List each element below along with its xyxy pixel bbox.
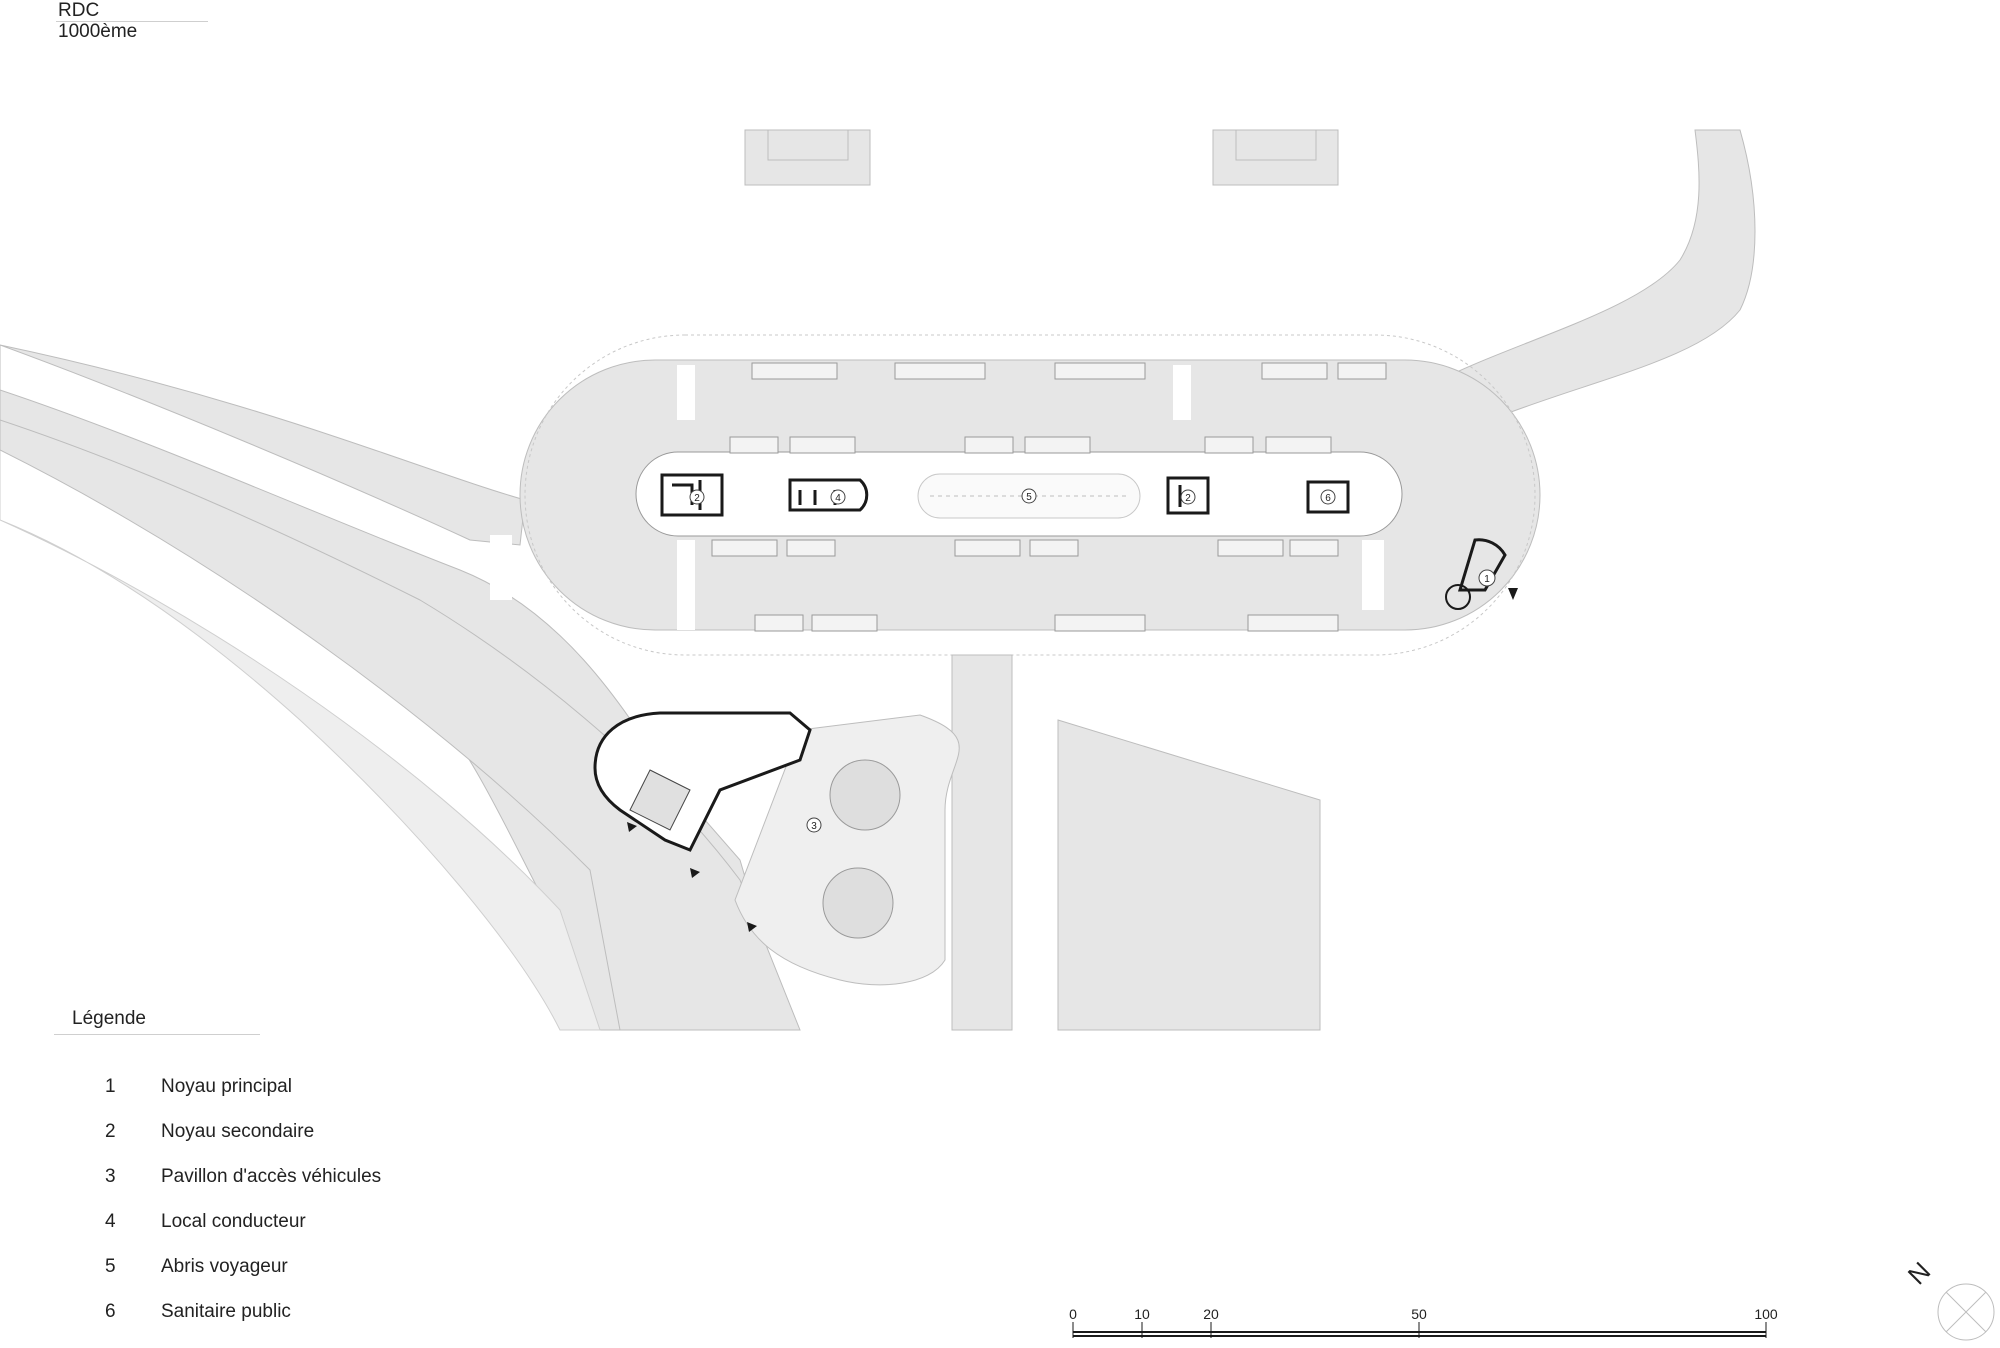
scale-tick-label: 50 bbox=[1411, 1306, 1427, 1322]
legend-label: Noyau secondaire bbox=[161, 1121, 315, 1142]
zone-label: 2 bbox=[1185, 493, 1191, 504]
parcel-southeast bbox=[1057, 719, 1321, 1031]
road-northeast bbox=[1439, 129, 1756, 421]
scale-tick-label: 10 bbox=[1134, 1306, 1150, 1322]
zone-label: 2 bbox=[694, 493, 700, 504]
scale-label: 1000ème bbox=[58, 21, 138, 42]
tree bbox=[822, 867, 894, 939]
zone-label: 4 bbox=[835, 493, 841, 504]
scale-tick-label: 20 bbox=[1203, 1306, 1219, 1322]
public-toilets bbox=[1306, 480, 1350, 514]
road-southwest bbox=[0, 450, 601, 1031]
legend-label: Noyau principal bbox=[161, 1076, 292, 1097]
legend-number: 5 bbox=[105, 1256, 116, 1277]
legend-number: 3 bbox=[105, 1166, 116, 1187]
legend-title: Légende bbox=[72, 1008, 146, 1029]
pavilion-plaza bbox=[734, 714, 960, 986]
zone-label: 5 bbox=[1026, 492, 1032, 503]
scale-tick-label: 0 bbox=[1069, 1306, 1077, 1322]
road-south bbox=[951, 654, 1013, 1031]
legend-number: 2 bbox=[105, 1121, 116, 1142]
zone-label: 6 bbox=[1325, 493, 1331, 504]
tree bbox=[829, 759, 901, 831]
building-outline bbox=[1235, 130, 1317, 161]
legend-label: Local conducteur bbox=[161, 1211, 306, 1232]
legend-number: 4 bbox=[105, 1211, 116, 1232]
building-footprint bbox=[744, 129, 871, 186]
level-label: RDC bbox=[58, 0, 100, 21]
legend-label: Pavillon d'accès véhicules bbox=[161, 1166, 382, 1187]
scale-tick-label: 100 bbox=[1754, 1306, 1778, 1322]
building-outline bbox=[767, 130, 849, 161]
legend-rule bbox=[54, 1034, 260, 1035]
driver-room bbox=[788, 478, 869, 512]
zone-label: 1 bbox=[1484, 574, 1490, 585]
scale-bar bbox=[1072, 1322, 1767, 1338]
legend-number: 1 bbox=[105, 1076, 116, 1097]
legend-label: Sanitaire public bbox=[161, 1301, 291, 1322]
core-secondary-east bbox=[1166, 476, 1210, 515]
legend-number: 6 bbox=[105, 1301, 116, 1322]
header-rule bbox=[56, 21, 208, 22]
north-compass bbox=[1937, 1283, 1995, 1341]
zone-label: 3 bbox=[811, 821, 817, 832]
bus-loop-outer bbox=[524, 334, 1536, 656]
legend-label: Abris voyageur bbox=[161, 1256, 288, 1277]
building-footprint bbox=[1212, 129, 1339, 186]
